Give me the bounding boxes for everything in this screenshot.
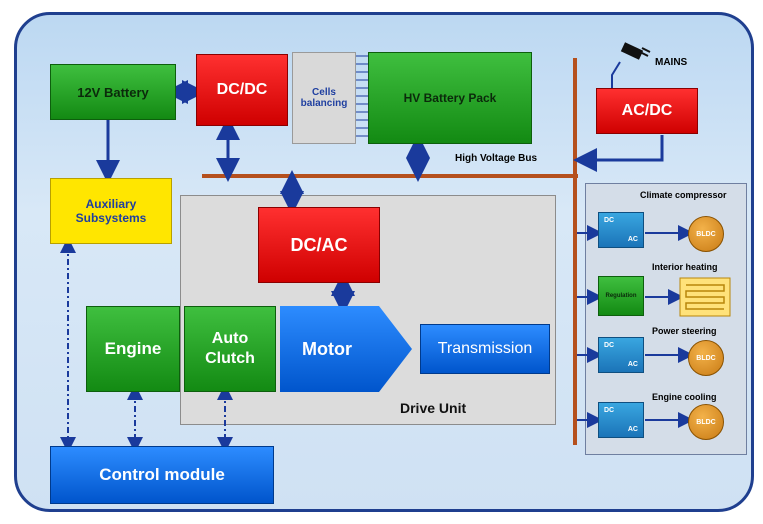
climate-bldc-motor: BLDC xyxy=(688,216,724,252)
hv-battery-pack-label: HV Battery Pack xyxy=(403,91,497,105)
motor-label: Motor xyxy=(302,338,352,359)
power-steering-label: Power steering xyxy=(652,326,717,336)
interior-heating-label: Interior heating xyxy=(652,262,718,272)
control-module-block: Control module xyxy=(50,446,274,504)
control-module-label: Control module xyxy=(99,465,225,484)
acdc-block: AC/DC xyxy=(596,88,698,134)
hv-battery-pack-block: HV Battery Pack xyxy=(368,52,532,144)
engine-block: Engine xyxy=(86,306,180,392)
climate-compressor-label: Climate compressor xyxy=(640,190,727,200)
acdc-label: AC/DC xyxy=(621,102,673,119)
drive-unit-label: Drive Unit xyxy=(400,400,467,416)
engine-cooling-label: Engine cooling xyxy=(652,392,717,402)
dcac-label: DC/AC xyxy=(290,234,348,255)
transmission-block: Transmission xyxy=(420,324,550,374)
cells-balancing-block: Cells balancing xyxy=(292,52,356,144)
regulation-label: Regulation xyxy=(605,293,637,299)
auxiliary-subsystems-block: Auxiliary Subsystems xyxy=(50,178,172,244)
transmission-label: Transmission xyxy=(437,340,533,357)
cooling-bldc-motor: BLDC xyxy=(688,404,724,440)
auto-clutch-label: Auto Clutch xyxy=(205,330,255,367)
cells-balancing-label: Cells balancing xyxy=(300,87,348,109)
plug-icon xyxy=(620,42,651,60)
dcdc-label: DC/DC xyxy=(216,81,268,98)
dcac-block: DC/AC xyxy=(258,207,380,283)
mains-label: MAINS xyxy=(655,57,688,68)
auxiliary-subsystems-label: Auxiliary Subsystems xyxy=(75,197,147,225)
auto-clutch-block: Auto Clutch xyxy=(184,306,276,392)
battery-12v-label: 12V Battery xyxy=(77,84,149,100)
steering-bldc-motor: BLDC xyxy=(688,340,724,376)
dcdc-block: DC/DC xyxy=(196,54,288,126)
battery-12v-block: 12V Battery xyxy=(50,64,176,120)
motor-block: Motor xyxy=(280,306,412,392)
regulation-block: Regulation xyxy=(598,276,644,316)
engine-label: Engine xyxy=(104,339,162,358)
high-voltage-bus-label: High Voltage Bus xyxy=(455,153,538,164)
